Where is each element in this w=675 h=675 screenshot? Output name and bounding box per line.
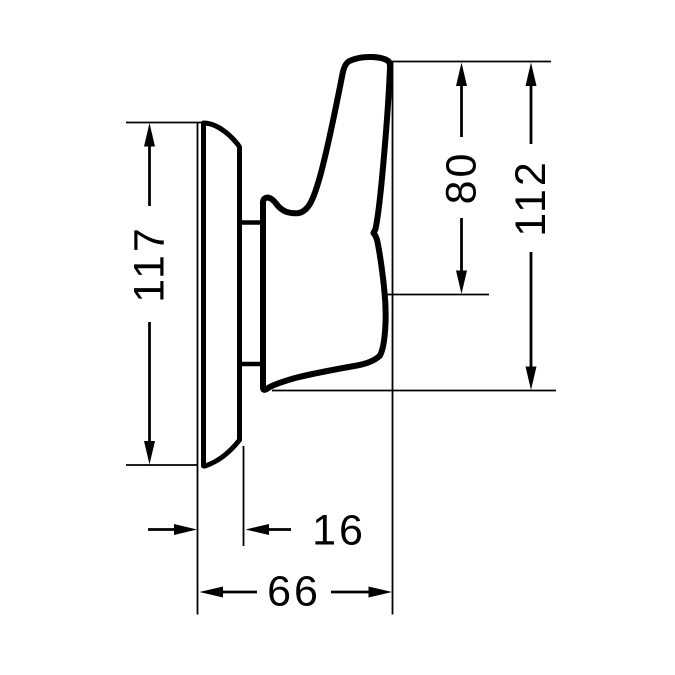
dimension-117: 117 [126, 123, 174, 465]
arrow-down-icon [525, 366, 537, 390]
fixture-profile [201, 53, 394, 469]
arrow-left-icon [245, 524, 269, 535]
dimension-66: 66 [199, 568, 392, 616]
dimension-label-117: 117 [126, 225, 174, 303]
dimension-16: 16 [148, 507, 366, 555]
arrow-up-icon [144, 123, 155, 147]
dimension-label-80: 80 [438, 151, 486, 205]
dimension-label-66: 66 [267, 568, 321, 616]
arrow-left-icon [199, 586, 223, 598]
arrow-up-icon [525, 62, 537, 86]
arrow-right-icon [174, 524, 197, 535]
dimension-label-16: 16 [312, 507, 366, 555]
arrow-down-icon [144, 441, 155, 465]
dimension-label-112: 112 [507, 159, 555, 237]
lever-handle-profile [260, 53, 394, 393]
dimension-112: 112 [507, 62, 555, 390]
arrow-down-icon [456, 270, 467, 294]
escutcheon-plate-profile [201, 120, 242, 469]
arrow-right-icon [368, 586, 392, 598]
arrow-up-icon [456, 62, 467, 86]
dimension-80: 80 [438, 62, 486, 294]
